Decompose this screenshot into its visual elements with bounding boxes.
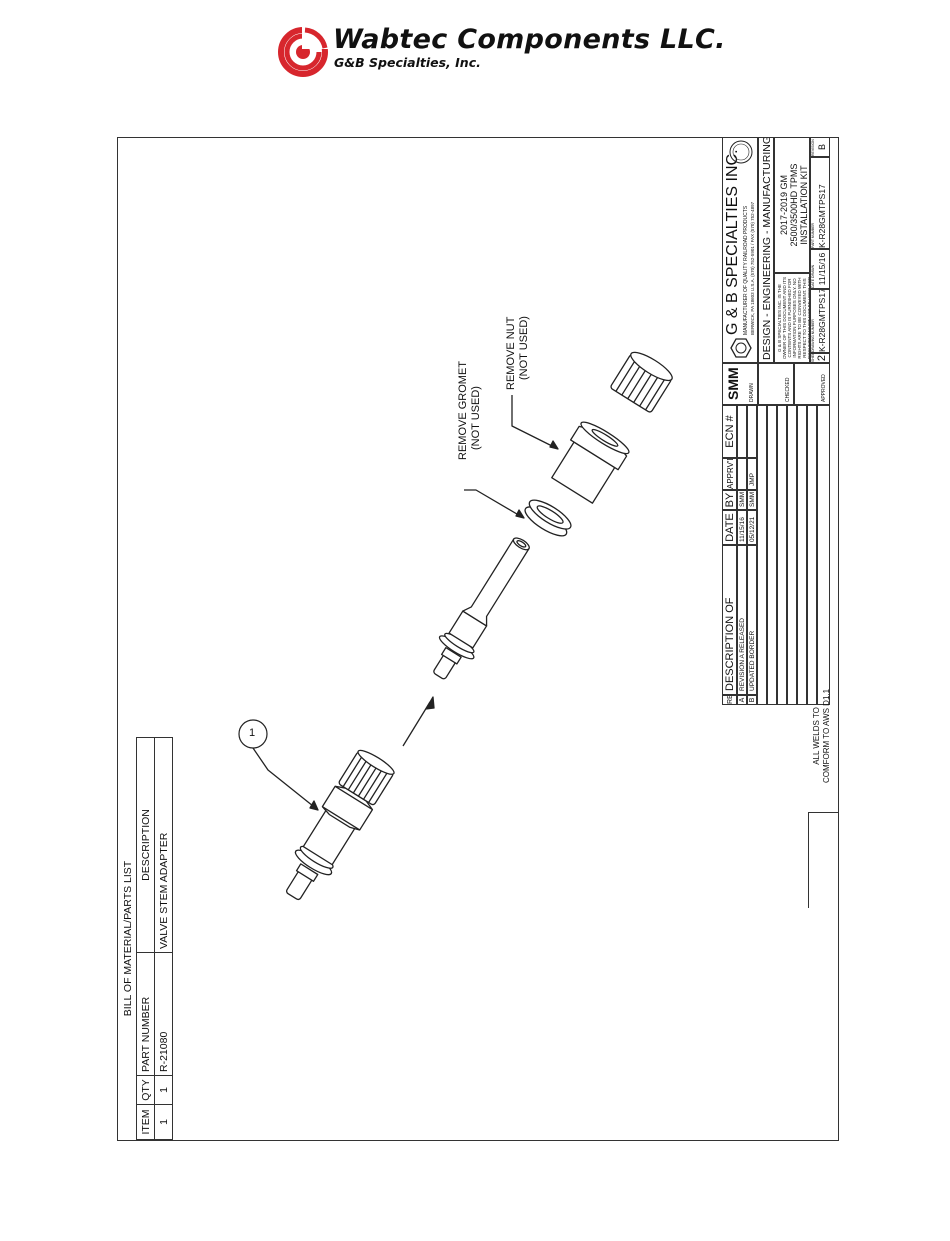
- rev-a-ecn: [737, 405, 747, 458]
- title-block: REV DESCRIPTION OF CHANGES DATE BY APPRV…: [722, 137, 830, 705]
- rev-empty-row: [817, 405, 830, 705]
- sheet-cell: SHEET 2: [810, 353, 830, 363]
- company-cell: G & B SPECIALTIES INC. MANUFACTURER OF Q…: [722, 137, 758, 363]
- nut-callout: REMOVE NUT (NOT USED): [505, 316, 531, 390]
- nut-callout-line2: (NOT USED): [518, 316, 530, 380]
- rev-a: A: [737, 695, 747, 705]
- rev-a-apprvd: [737, 458, 747, 490]
- project-line3: INSTALLATION KIT: [799, 165, 809, 245]
- drawing-number-cell: DRAWING NUMBER K-R28GMTPS17: [810, 289, 830, 353]
- rev-empty-row: [787, 405, 797, 705]
- project-line2: 2500/3500HD TPMS: [789, 163, 799, 247]
- rev-empty-row: [797, 405, 807, 705]
- sheet-value: 2: [816, 354, 828, 362]
- ecn-header: ECN #: [722, 405, 737, 458]
- title-block-tagline: MANUFACTURER OF QUALITY RAILROAD PRODUCT…: [743, 205, 749, 335]
- weld-note-box: [808, 812, 839, 908]
- weld-note: ALL WELDS TO COMFORM TO AWS D1.1: [812, 689, 832, 783]
- revision-cell: REVISION B: [810, 137, 830, 157]
- nut-callout-line1: REMOVE NUT: [505, 316, 517, 390]
- part-number: K-R28GMTPS17: [817, 184, 827, 248]
- rev-b-by: SMM: [747, 490, 757, 510]
- title-block-company: G & B SPECIALTIES INC.: [724, 149, 741, 335]
- rev-header: REV: [722, 695, 737, 705]
- approved-cell: APPROVED: [794, 363, 830, 405]
- rev-b: B: [747, 695, 757, 705]
- knurled-cap-part: [610, 351, 673, 413]
- valve-stem-adapter-assembly: [286, 749, 395, 901]
- approved-label: APPROVED: [821, 374, 827, 402]
- drawn-by: SMM: [725, 367, 741, 400]
- company-name: Wabtec Components LLC.: [333, 24, 726, 55]
- title-block-address: BERWICK, PA 18603 U.S.A. (570) 752-5901 …: [750, 201, 755, 335]
- title-block-legal: G & B SPECIALTIES INC. IS THE OWNER OF T…: [774, 273, 810, 363]
- subsidiary-name: G&B Specialties, Inc.: [334, 55, 481, 70]
- gromet-part: [524, 499, 572, 537]
- rev-empty-row: [807, 405, 817, 705]
- rev-b-date: 05/12/21: [747, 510, 757, 545]
- date-header: DATE: [722, 510, 737, 545]
- weld-note-line2: COMFORM TO AWS D1.1: [822, 688, 831, 783]
- by-header: BY: [722, 490, 737, 510]
- rev-b-desc: UPDATED BORDER: [747, 545, 757, 695]
- title-block-disciplines: DESIGN - ENGINEERING - MANUFACTURING: [758, 137, 774, 363]
- drawn-label: DRAWN: [749, 383, 755, 402]
- gromet-callout-line2: (NOT USED): [470, 386, 482, 450]
- rev-a-date: 11/15/16: [737, 510, 747, 545]
- weld-note-line1: ALL WELDS TO: [812, 707, 821, 765]
- rev-a-by: SMM: [737, 490, 747, 510]
- wabtec-swirl-icon: [278, 27, 328, 77]
- gromet-callout: REMOVE GROMET (NOT USED): [457, 361, 483, 460]
- rev-empty-row: [757, 405, 767, 705]
- item-balloon: [238, 719, 268, 749]
- rev-b-ecn: [747, 405, 757, 458]
- checked-cell: CHECKED: [758, 363, 794, 405]
- gromet-callout-line1: REMOVE GROMET: [457, 360, 469, 460]
- project-title: 2017-2019 GM 2500/3500HD TPMS INSTALLATI…: [774, 137, 810, 273]
- gb-emblem-icon: [730, 338, 752, 358]
- checked-label: CHECKED: [785, 377, 791, 402]
- rev-empty-row: [767, 405, 777, 705]
- desc-header: DESCRIPTION OF CHANGES: [722, 545, 737, 695]
- revision-value: B: [817, 144, 827, 151]
- valve-stem-part: [433, 537, 530, 680]
- drawn-cell: SMM DRAWN: [722, 363, 758, 405]
- apprvd-header: APPRV'D: [722, 458, 737, 490]
- rev-b-apprvd: JMP: [747, 458, 757, 490]
- date-drawn: 11/15/16: [817, 252, 827, 286]
- iso-seal-icon: [729, 140, 753, 164]
- drawing-sheet: [117, 137, 839, 1141]
- date-drawn-cell: DATE DRAWN 11/15/16: [810, 249, 830, 289]
- company-logo: Wabtec Components LLC. G&B Specialties, …: [278, 22, 725, 84]
- drawing-number: K-R28GMTPS17: [817, 289, 827, 352]
- nut-part: [551, 421, 630, 504]
- item-balloon-label: 1: [249, 727, 256, 739]
- part-number-cell: PART NUMBER K-R28GMTPS17: [810, 157, 830, 249]
- project-line1: 2017-2019 GM: [779, 174, 789, 236]
- rev-a-desc: REVISION A RELEASED: [737, 545, 747, 695]
- rev-empty-row: [777, 405, 787, 705]
